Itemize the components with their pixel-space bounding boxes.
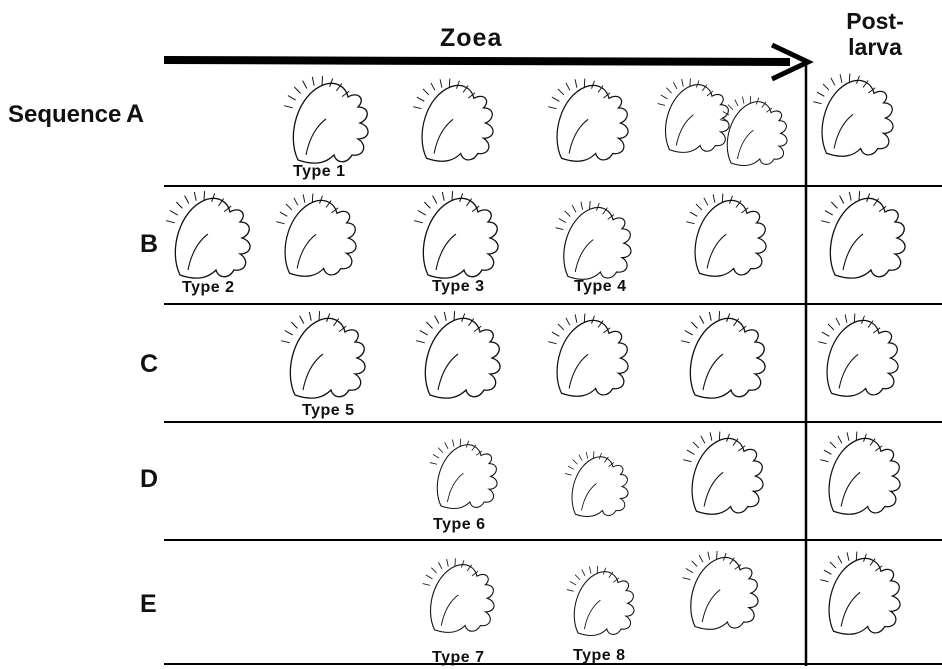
- appendage-sketch: [281, 311, 365, 398]
- appendage-sketch: [430, 439, 497, 509]
- appendage-sketch: [284, 76, 368, 163]
- row-letter-b: B: [140, 230, 158, 259]
- appendage-sketch: [548, 79, 628, 162]
- appendage-sketch: [681, 311, 765, 398]
- row-letter-d: D: [140, 465, 158, 494]
- appendage-sketch: [416, 311, 500, 398]
- row-letter-c: C: [140, 350, 158, 379]
- appendage-sketch: [658, 78, 729, 152]
- type-label-4: Type 4: [574, 278, 627, 296]
- type-label-5: Type 5: [302, 402, 355, 420]
- appendage-sketch: [423, 558, 494, 632]
- appendage-sketch: [683, 432, 763, 515]
- appendage-sketch: [548, 314, 628, 397]
- appendage-sketch: [682, 551, 758, 629]
- sequence-label: Sequence: [8, 101, 121, 129]
- appendage-sketch: [821, 191, 905, 278]
- zoea-label: Zoea: [440, 24, 502, 53]
- appendage-sketch: [565, 451, 628, 516]
- appendage-sketch: [820, 432, 900, 515]
- appendage-sketch: [813, 74, 893, 157]
- appendage-drawings: [166, 74, 905, 636]
- postlarva-label-line2: larva: [840, 34, 910, 60]
- appendage-sketch: [567, 566, 634, 636]
- appendage-sketch: [818, 314, 898, 397]
- postlarva-label: Post- larva: [840, 8, 910, 60]
- postlarva-label-line1: Post-: [840, 8, 910, 34]
- type-label-8: Type 8: [573, 647, 626, 665]
- appendage-sketch: [276, 194, 356, 277]
- zoea-arrow-shaft: [164, 60, 790, 62]
- type-label-3: Type 3: [432, 278, 485, 296]
- type-label-6: Type 6: [433, 516, 486, 534]
- appendage-sketch: [720, 96, 787, 166]
- appendage-sketch: [686, 194, 766, 277]
- type-label-2: Type 2: [182, 279, 235, 297]
- appendage-sketch: [555, 201, 631, 279]
- appendage-sketch: [414, 191, 498, 278]
- appendage-sketch: [413, 79, 493, 162]
- row-letter-a: A: [126, 100, 144, 129]
- type-label-1: Type 1: [293, 163, 346, 181]
- appendage-sketch: [820, 552, 900, 635]
- row-letter-e: E: [140, 590, 157, 619]
- type-label-7: Type 7: [432, 649, 485, 667]
- appendage-sketch: [166, 191, 250, 278]
